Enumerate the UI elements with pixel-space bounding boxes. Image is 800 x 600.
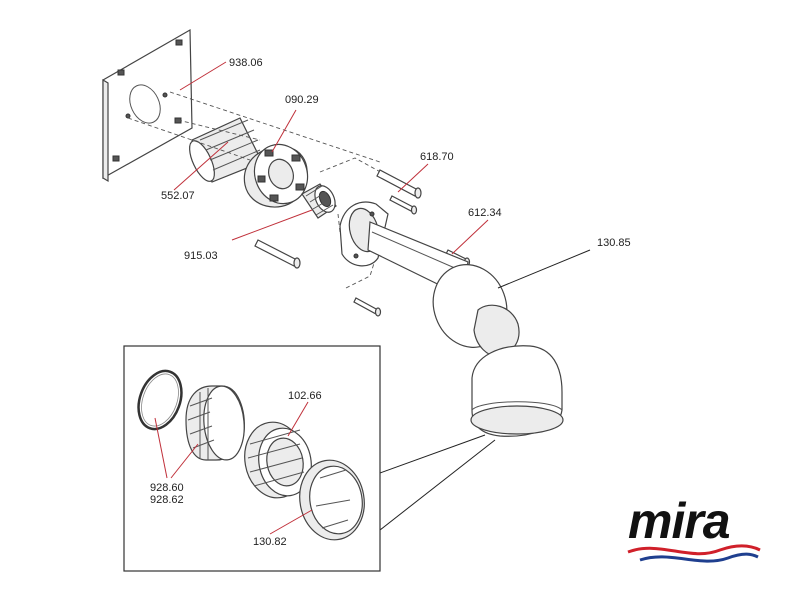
callout-line-lower (379, 439, 496, 531)
leader-lines (154, 61, 591, 535)
screw-lower-left (254, 239, 301, 269)
callout-line-upper (379, 434, 486, 474)
body-102-66 (244, 421, 312, 499)
label-915-03: 915.03 (184, 250, 218, 262)
label-612-34: 612.34 (468, 207, 502, 219)
wall-plate-938-06 (102, 28, 193, 183)
connector-915-03 (301, 183, 337, 219)
label-130-85: 130.85 (597, 237, 631, 249)
label-130-82: 130.82 (253, 536, 287, 548)
ring-130-82 (299, 459, 365, 541)
mira-logo: mira (627, 493, 761, 563)
o-ring-928-60 (137, 369, 183, 431)
screw-bottom (353, 297, 382, 317)
label-552-07: 552.07 (161, 190, 195, 202)
label-090-29: 090.29 (285, 94, 319, 106)
projection-lines (127, 91, 396, 289)
screw-618-70 (376, 169, 422, 199)
flange-090-29 (243, 143, 309, 208)
part-labels: 938.06 090.29 552.07 915.03 618.70 612.3… (150, 57, 631, 548)
logo-wave-red (627, 544, 761, 556)
label-928-62: 928.62 (150, 494, 184, 506)
pipe-552-07 (189, 117, 263, 183)
cartridge-928-62 (185, 385, 245, 461)
logo-wave-blue (639, 552, 759, 563)
label-928-60: 928.60 (150, 482, 184, 494)
logo-text: mira (628, 493, 730, 549)
label-102-66: 102.66 (288, 390, 322, 402)
label-938-06: 938.06 (229, 57, 263, 69)
label-618-70: 618.70 (420, 151, 454, 163)
screw-small-upper (389, 195, 418, 215)
shower-head-130-85 (432, 264, 564, 437)
